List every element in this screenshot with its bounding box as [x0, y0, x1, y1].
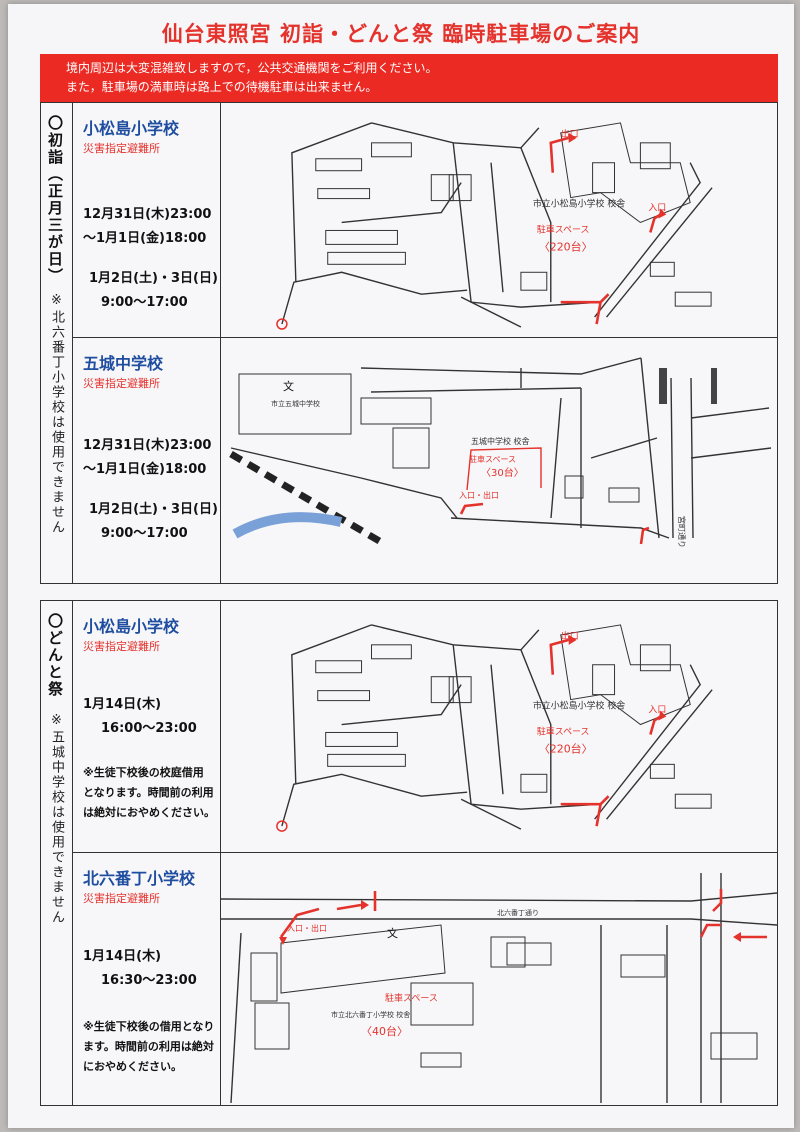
capacity-label: 〈220台〉	[539, 239, 593, 253]
map-drawing: 文 市立五城中学校 五城中学校 校舎 駐車スペース 〈30台〉 入口・出口 宮町…	[229, 357, 772, 548]
evacuation-label: 災害指定避難所	[83, 892, 160, 905]
lot-info: 小松島小学校 災害指定避難所 1月14日(木) 16:00～23:00 ※生徒下…	[73, 601, 221, 852]
map-kitarokubancho: 文 入口・出口 駐車スペース 市立北六番丁小学校 校舎 〈40台〉 北六番丁通り	[221, 853, 777, 1105]
street-label: 宮町通り	[677, 516, 687, 548]
entrance-exit-label: 入口・出口	[459, 490, 499, 500]
section-note: ※五城中学校は使用できません	[49, 713, 64, 925]
time-line: 12月31日(木)23:00	[83, 438, 212, 453]
time-line: 1月2日(土)・3日(日)	[89, 271, 218, 286]
flyer-page: 仙台東照宮 初詣・どんと祭 臨時駐車場のご案内 境内周辺は大変混雑致しますので，…	[8, 4, 794, 1128]
entrance-label: 入口	[648, 706, 666, 716]
lot-info: 五城中学校 災害指定避難所 12月31日(木)23:00 ～1月1日(金)18:…	[73, 338, 221, 583]
parking-space-label: 駐車スペース	[537, 725, 590, 737]
map-komatsushima-donto: 出口 入口 市立小松島小学校 校舎 駐車スペース 〈220台〉	[221, 601, 777, 852]
section-header-column: 〇どんと祭 ※五城中学校は使用できません	[41, 601, 73, 1105]
parking-space-label: 駐車スペース	[537, 223, 590, 235]
capacity-label: 〈40台〉	[361, 1024, 408, 1038]
time-line: 16:00～23:00	[101, 721, 197, 736]
usage-note: ※生徒下校後の校庭借用	[83, 766, 204, 779]
school-map-name: 市立五城中学校	[271, 399, 320, 408]
entrance-label: 入口	[648, 204, 666, 214]
capacity-label: 〈220台〉	[539, 741, 593, 755]
school-name: 小松島小学校	[83, 617, 180, 636]
parking-space-label: 駐車スペース	[469, 454, 516, 464]
time-line: 16:30～23:00	[101, 973, 197, 988]
building-label: 市立北六番丁小学校 校舎	[331, 1010, 410, 1019]
evacuation-label: 災害指定避難所	[83, 640, 160, 653]
building-label: 市立小松島小学校 校舎	[533, 198, 625, 210]
map-drawing: 出口 入口 市立小松島小学校 校舎 駐車スペース 〈220台〉	[276, 624, 713, 832]
section-heading: 〇どんと祭	[46, 613, 64, 698]
time-line: 1月2日(土)・3日(日)	[89, 502, 218, 517]
school-name: 小松島小学校	[83, 119, 180, 138]
usage-note: ます。時間前の利用は絶対	[83, 1040, 214, 1053]
evacuation-label: 災害指定避難所	[83, 377, 160, 390]
section-hatsumode: 〇初詣（正月三が日） ※北六番丁小学校は使用できません 小松島小学校 災害指定避…	[40, 102, 778, 584]
lot-info: 小松島小学校 災害指定避難所 12月31日(木)23:00 ～1月1日(金)18…	[73, 103, 221, 337]
usage-note: となります。時間前の利用	[83, 786, 214, 799]
school-name: 北六番丁小学校	[83, 869, 196, 888]
usage-note: は絶対におやめください。	[83, 806, 215, 819]
exit-label: 出口	[561, 128, 579, 140]
map-drawing: 出口 入口 市立小松島小学校 校舎 駐車スペース 〈220台〉	[276, 122, 713, 330]
map-gojo: 文 市立五城中学校 五城中学校 校舎 駐車スペース 〈30台〉 入口・出口 宮町…	[221, 338, 777, 583]
time-line: 9:00～17:00	[101, 295, 188, 310]
section-note: ※北六番丁小学校は使用できません	[49, 293, 64, 535]
time-line: 1月14日(木)	[83, 949, 162, 964]
section-heading: 〇初詣（正月三が日）	[46, 115, 64, 285]
building-label: 市立小松島小学校 校舎	[533, 700, 625, 712]
evacuation-label: 災害指定避難所	[83, 142, 160, 155]
exit-label: 出口	[561, 630, 579, 642]
section-header-column: 〇初詣（正月三が日） ※北六番丁小学校は使用できません	[41, 103, 73, 583]
notice-line-2: また，駐車場の満車時は路上での待機駐車は出来ません。	[66, 80, 378, 94]
time-line: ～1月1日(金)18:00	[83, 231, 207, 246]
page-title: 仙台東照宮 初詣・どんと祭 臨時駐車場のご案内	[161, 22, 641, 46]
building-label: 五城中学校 校舎	[471, 436, 530, 446]
time-line: 1月14日(木)	[83, 697, 162, 712]
school-name: 五城中学校	[83, 354, 164, 373]
section-dontosai: 〇どんと祭 ※五城中学校は使用できません 小松島小学校 災害指定避難所 1月14…	[40, 600, 778, 1106]
time-line: 12月31日(木)23:00	[83, 207, 212, 222]
usage-note: におやめください。	[83, 1060, 182, 1073]
capacity-label: 〈30台〉	[481, 466, 524, 479]
lot-info: 北六番丁小学校 災害指定避難所 1月14日(木) 16:30～23:00 ※生徒…	[73, 853, 221, 1105]
lot-row-gojo: 五城中学校 災害指定避難所 12月31日(木)23:00 ～1月1日(金)18:…	[73, 338, 777, 583]
street-label: 北六番丁通り	[497, 908, 539, 917]
lot-row-kitarokubancho: 北六番丁小学校 災害指定避難所 1月14日(木) 16:30～23:00 ※生徒…	[73, 853, 777, 1105]
school-mark: 文	[387, 926, 398, 940]
school-mark: 文	[283, 379, 294, 393]
parking-space-label: 駐車スペース	[385, 992, 438, 1004]
map-drawing: 文 入口・出口 駐車スペース 市立北六番丁小学校 校舎 〈40台〉 北六番丁通り	[221, 873, 777, 1104]
usage-note: ※生徒下校後の借用となり	[83, 1020, 215, 1033]
lot-row-komatsushima-donto: 小松島小学校 災害指定避難所 1月14日(木) 16:00～23:00 ※生徒下…	[73, 601, 777, 853]
time-line: ～1月1日(金)18:00	[83, 462, 207, 477]
entrance-exit-label: 入口・出口	[287, 923, 327, 933]
lot-row-komatsushima: 小松島小学校 災害指定避難所 12月31日(木)23:00 ～1月1日(金)18…	[73, 103, 777, 338]
notice-banner: 境内周辺は大変混雑致しますので，公共交通機関をご利用ください。 また，駐車場の満…	[40, 54, 778, 102]
time-line: 9:00～17:00	[101, 526, 188, 541]
map-komatsushima: 出口 入口 市立小松島小学校 校舎 駐車スペース 〈220台〉	[221, 103, 777, 337]
notice-line-1: 境内周辺は大変混雑致しますので，公共交通機関をご利用ください。	[66, 61, 438, 75]
